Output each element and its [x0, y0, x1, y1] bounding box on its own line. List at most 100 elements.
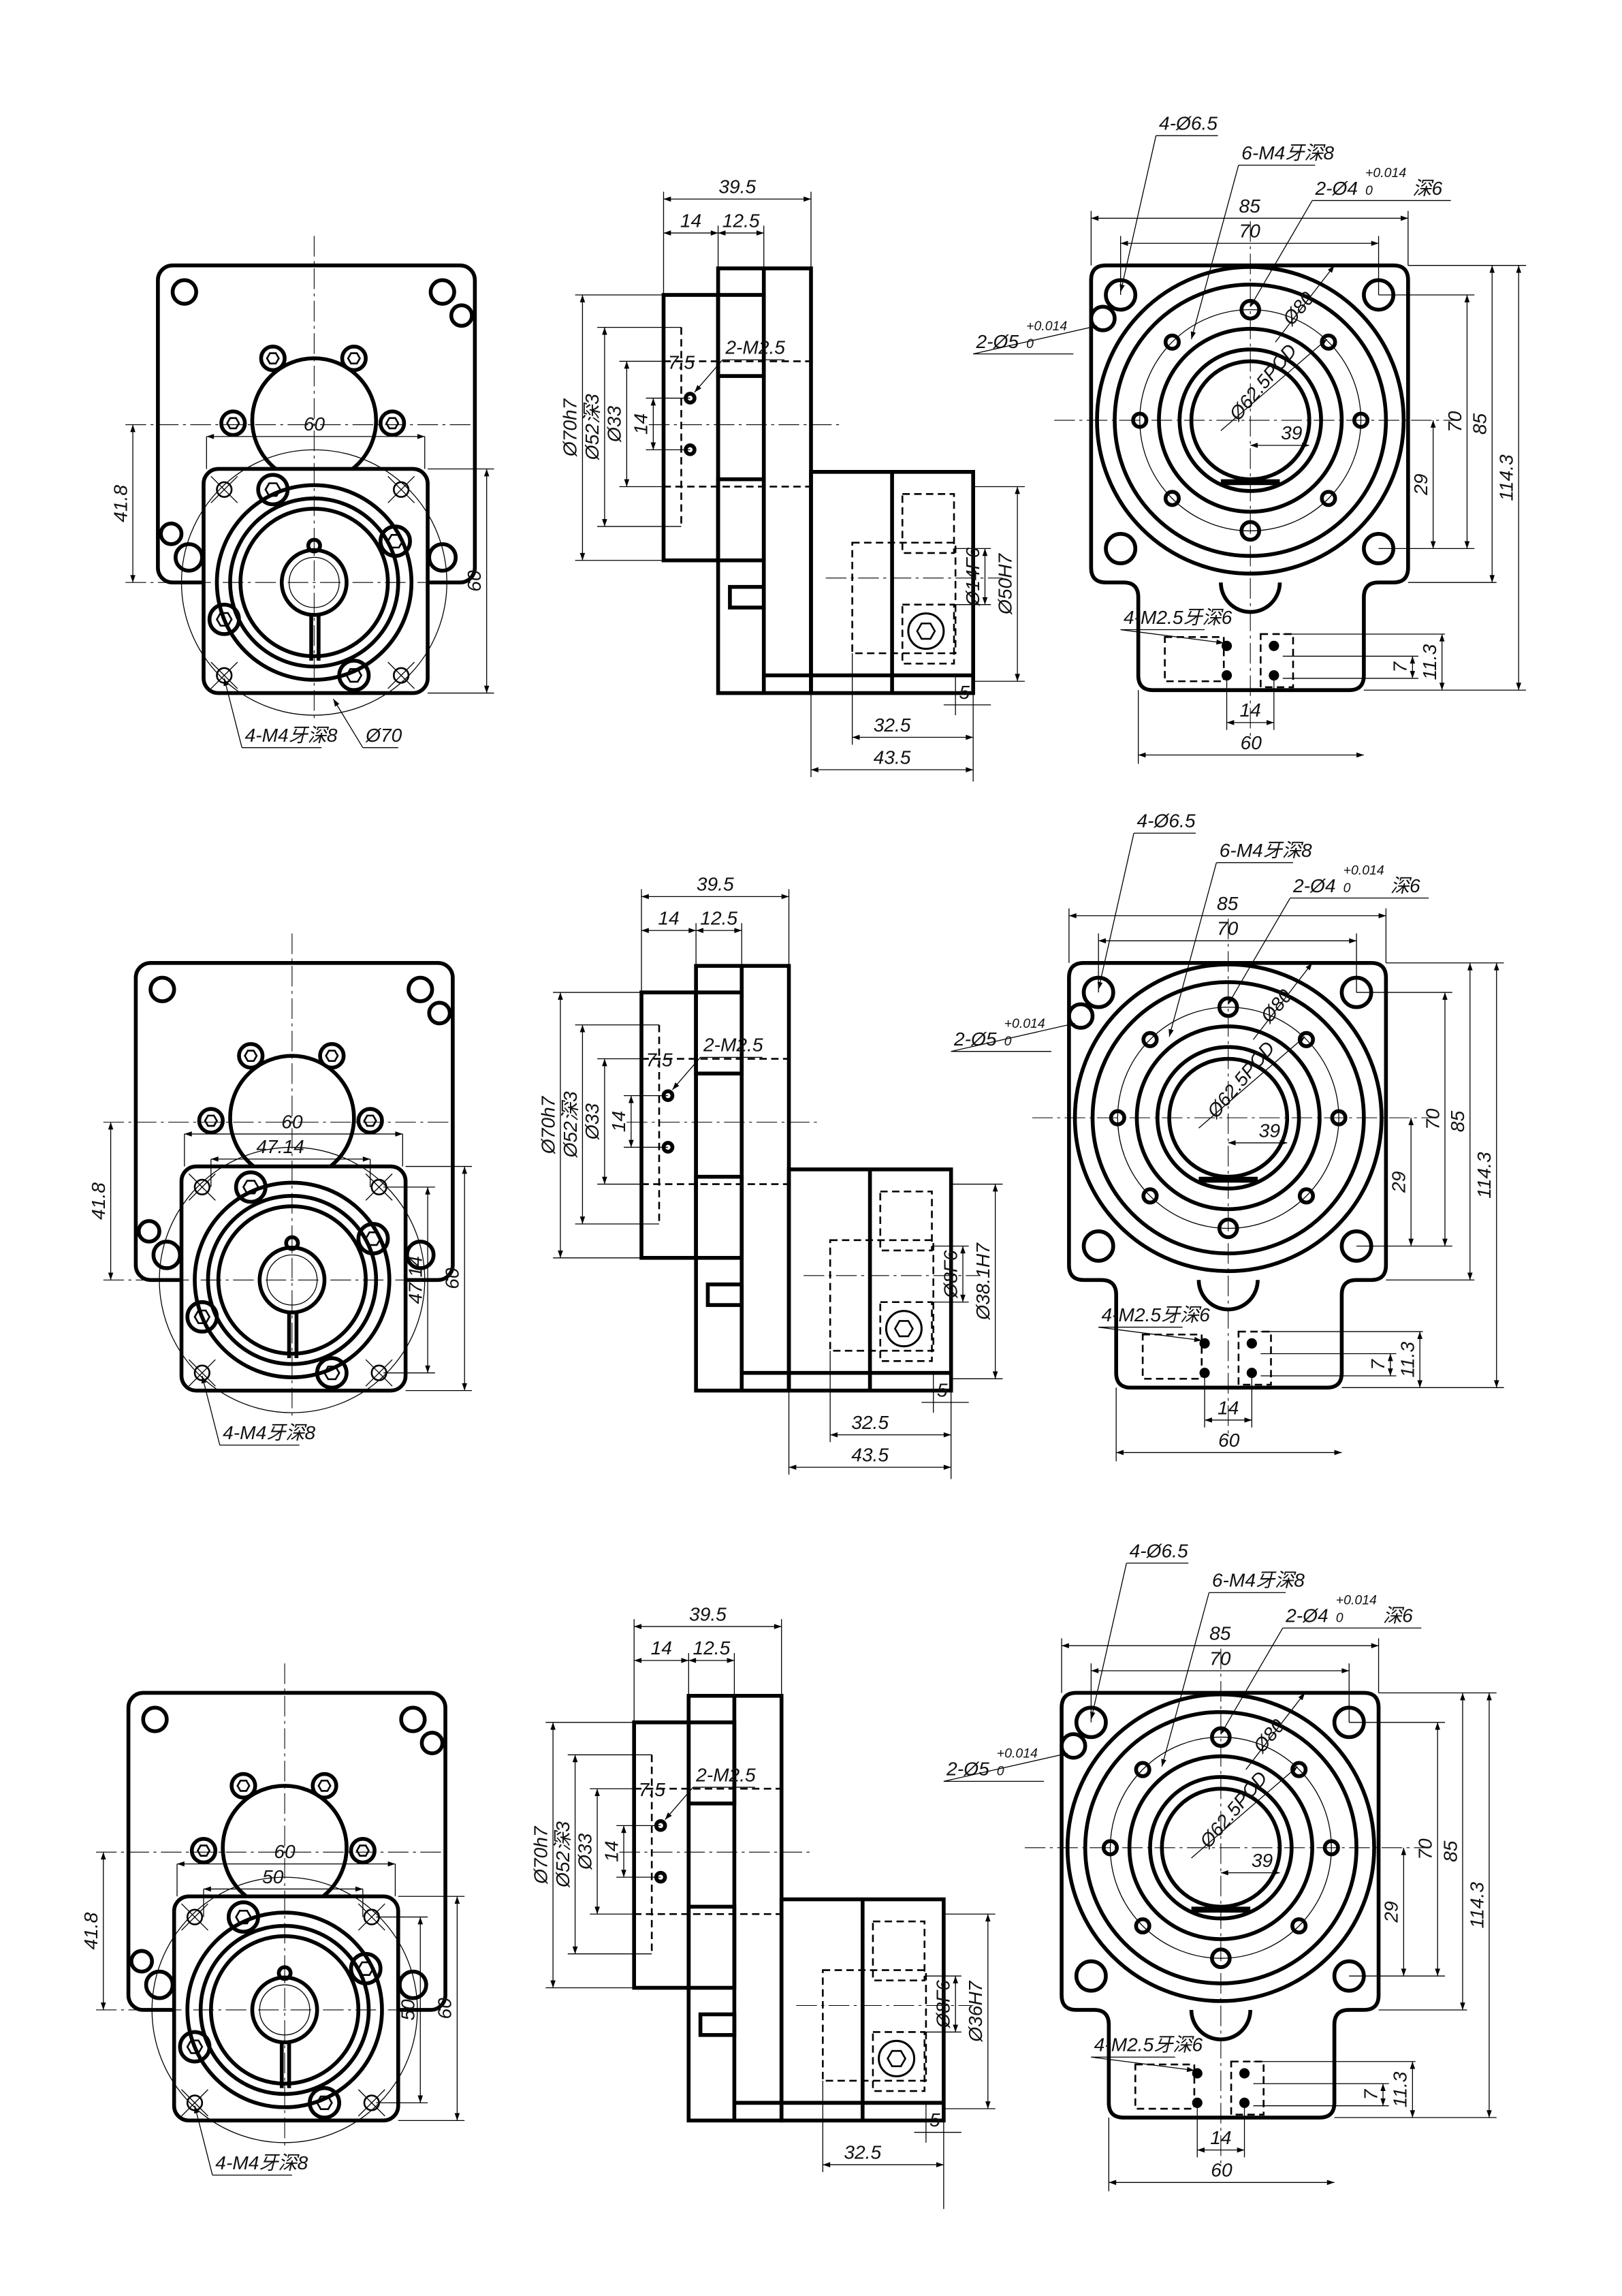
hex-socket-icon: [385, 417, 400, 430]
hex-socket-icon: [215, 612, 233, 627]
mount-holes-note: 4-Ø6.5: [1136, 811, 1195, 832]
threads-note-leader: [671, 1056, 701, 1090]
output-flange-profile: [661, 293, 720, 563]
hex-socket-icon: [345, 667, 363, 683]
bolt-head: [378, 524, 412, 559]
flange-length-dim-label: 14: [680, 210, 701, 231]
hex-socket-icon: [226, 417, 240, 430]
pin-holes-note-leader: [1220, 1627, 1284, 1735]
output-flange: [179, 1164, 408, 1393]
output-threads-note-leader: [1161, 1592, 1210, 1767]
shaft-stub: [705, 1282, 744, 1307]
line: [210, 475, 238, 503]
pcd-note-leader: [332, 698, 364, 749]
motor-depth-dim-label: 32.5: [874, 714, 911, 736]
total-length-dim-label: 39.5: [689, 1603, 727, 1624]
pin-tol-lower: 0: [1336, 1611, 1343, 1626]
bore-offset-dim-label: 39: [1281, 422, 1303, 443]
tab-pitch-h-dim-label: 14: [1218, 1397, 1239, 1418]
tab-pitch-h-dim-label: 14: [1240, 699, 1261, 721]
plate-hole: [141, 1705, 169, 1733]
threads-note: 2-M2.5: [695, 1764, 756, 1785]
hidden-pocket: [901, 603, 955, 665]
hex-socket-icon: [316, 2095, 333, 2110]
m25-hole: [1269, 670, 1279, 681]
m25-hole: [1192, 2068, 1203, 2079]
hole-offset-label: 7.5: [646, 1049, 672, 1070]
bolt-head: [256, 473, 290, 507]
m4-hole: [1134, 1917, 1151, 1935]
hidden-pocket: [879, 1301, 933, 1362]
threaded-hole: [186, 1908, 204, 1925]
output-threads-note: 6-M4牙深8: [1220, 840, 1312, 861]
pin-tol-upper: +0.014: [1336, 1593, 1377, 1608]
tab-offset-dim-label: 11.3: [1397, 1342, 1418, 1378]
bolt-head: [178, 2030, 212, 2064]
m4-hole: [1141, 1031, 1159, 1048]
bolt-head: [219, 409, 247, 437]
pin-holes-note: 2-Ø4: [1292, 875, 1336, 896]
hidden-tab-pocket: [1164, 636, 1225, 682]
line: [387, 661, 415, 689]
hex-socket-icon: [186, 2039, 204, 2054]
plate-hole: [151, 1240, 182, 1270]
motor-depth-dim-label: 32.5: [851, 1412, 889, 1433]
hole-pitch-dim-label: 14: [601, 1841, 622, 1862]
hex-socket-icon: [323, 1366, 340, 1381]
outer-height-dim-label: 85: [1447, 1111, 1468, 1133]
pin-tol-upper: +0.014: [1343, 863, 1384, 878]
m25-hole: [1199, 1338, 1210, 1349]
total-length-dim-label: 39.5: [697, 874, 734, 895]
hole-spacing-height-dim-label: 70: [1422, 1108, 1443, 1130]
output-threads-note-leader: [1168, 862, 1218, 1037]
bolt-head: [229, 1772, 257, 1800]
tab-width-dim-label: 60: [1241, 732, 1262, 753]
pcd-note: Ø70: [365, 725, 402, 746]
output-threads-note-leader: [1190, 165, 1239, 340]
tab-width-dim-label: 60: [1218, 1430, 1240, 1451]
motor-depth-dim-label: 32.5: [844, 2142, 881, 2163]
tab-pitch-v-dim-label: 7: [1360, 2088, 1381, 2100]
bolt-head: [349, 1951, 383, 1985]
hole-pitch-dim-label: 14: [631, 413, 652, 435]
plate-hole: [427, 1001, 452, 1026]
bolt-spacing-v-dim-label: 50: [398, 1999, 419, 2021]
bolt-head: [185, 1300, 219, 1334]
housing-pocket: [686, 1904, 737, 1990]
hole-spacing-width-dim-label: 70: [1217, 918, 1239, 939]
hidden-tab-pocket: [1260, 633, 1294, 689]
pin-depth-label: 深6: [1383, 1605, 1413, 1626]
m25-hole: [1246, 1338, 1257, 1349]
ring-dim-line: [1253, 962, 1313, 1040]
mount-holes-note-leader: [1097, 833, 1134, 990]
flange-height-dim-label: 60: [434, 1998, 456, 2019]
output-threads-note: 6-M4牙深8: [1241, 142, 1334, 163]
threads-note-leader: [694, 359, 723, 393]
shaft-offset-label: 5: [937, 1379, 948, 1400]
bore-offset-dim-label: 39: [1259, 1120, 1281, 1141]
bolt-head: [189, 1837, 218, 1865]
dowel-tol-upper: +0.014: [997, 1746, 1038, 1761]
ring-dim-line: [1245, 1693, 1305, 1770]
m4-hole: [1290, 1917, 1308, 1935]
hole-spacing-width-dim-label: 70: [1209, 1648, 1231, 1669]
hex-socket-icon: [363, 1114, 377, 1127]
bolt-head: [356, 1107, 384, 1135]
m4-hole: [1320, 490, 1337, 507]
total-height-dim-label: 114.3: [1474, 1152, 1495, 1199]
clamp-screw: [878, 2039, 916, 2077]
dowel-hole: [1060, 1732, 1087, 1760]
pin-tol-upper: +0.014: [1365, 166, 1406, 180]
tab-offset-dim-label: 11.3: [1390, 2071, 1411, 2107]
housing-pocket: [694, 990, 744, 1075]
shaft-dim-label: Ø14F6: [962, 547, 983, 606]
hole-offset-label: 7.5: [639, 1779, 665, 1800]
hex-socket-icon: [264, 482, 282, 497]
dowel-tol-lower: 0: [997, 1764, 1004, 1779]
dowel-holes-note-leader: [973, 325, 1098, 355]
